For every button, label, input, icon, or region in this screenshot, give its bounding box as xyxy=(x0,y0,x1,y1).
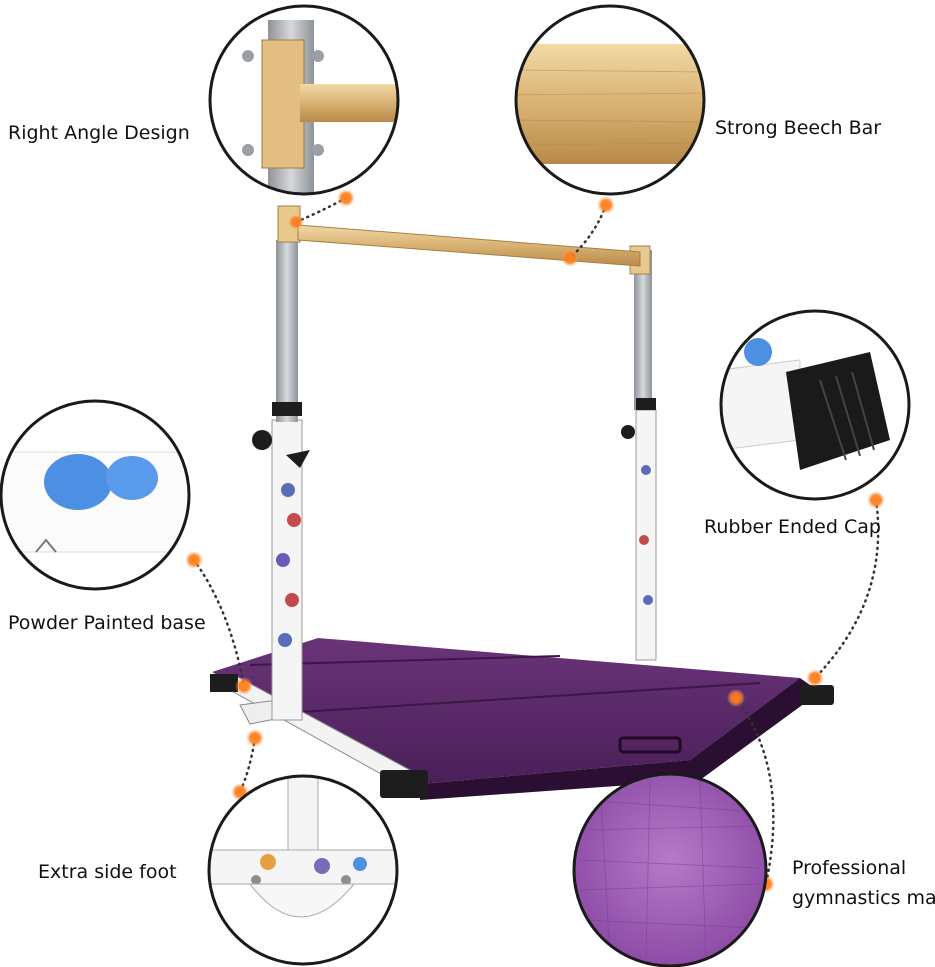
rubber-end-cap xyxy=(380,770,428,798)
label-extra-side-foot: Extra side foot xyxy=(38,861,177,883)
label-rubber-ended-cap: Rubber Ended Cap xyxy=(704,516,881,538)
right-upright xyxy=(635,409,657,661)
label-right-angle-design: Right Angle Design xyxy=(8,122,190,144)
detail-circle-side-foot xyxy=(207,774,399,966)
label-gymnastics-mat: gymnastics mat xyxy=(792,887,935,909)
detail-circle-rubber-cap xyxy=(719,309,911,501)
label-strong-beech-bar: Strong Beech Bar xyxy=(715,117,882,139)
marker-dots xyxy=(185,189,885,893)
detail-circle-powder-base xyxy=(0,399,191,591)
detail-circle-beech-bar xyxy=(514,4,706,196)
left-upright xyxy=(271,419,303,721)
detail-circle-right-angle xyxy=(208,4,400,196)
horizontal-bar-frame xyxy=(210,205,834,800)
label-professional: Professional xyxy=(792,857,907,879)
label-powder-painted-base: Powder Painted base xyxy=(8,612,206,634)
detail-circle-mat-texture xyxy=(572,772,768,967)
beech-bar xyxy=(297,224,641,267)
